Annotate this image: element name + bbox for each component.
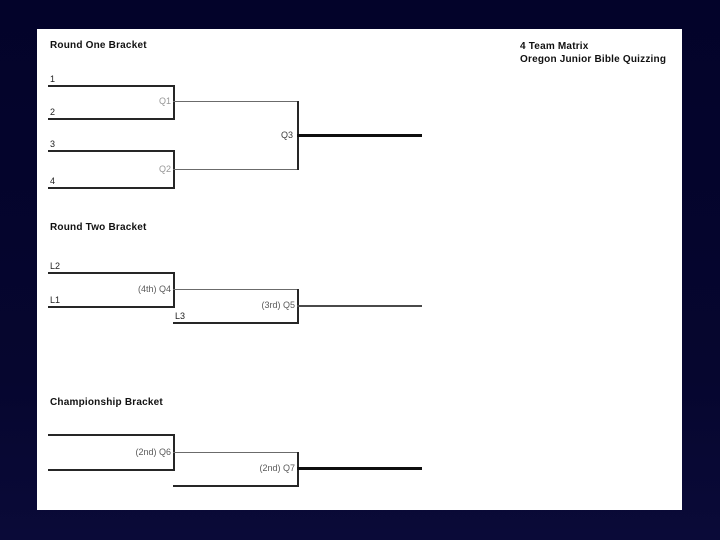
r2-match5-label: (3rd) Q5 — [261, 300, 295, 310]
slide-header: 4 Team Matrix Oregon Junior Bible Quizzi… — [520, 40, 666, 66]
slide-header-subtitle: Oregon Junior Bible Quizzing — [520, 54, 667, 65]
r2-match4-vline — [173, 272, 175, 308]
championship-title: Championship Bracket — [50, 397, 163, 408]
ch-winner-line — [297, 467, 422, 470]
r1-team4-line — [48, 187, 173, 189]
r1-match1-vline — [173, 85, 175, 120]
r1-seed2-label: 2 — [50, 107, 56, 117]
r1-team1-line — [48, 85, 173, 87]
r1-team3-line — [48, 150, 173, 152]
r1-team2-line — [48, 118, 173, 120]
r1-match2-label: Q2 — [158, 164, 171, 174]
ch-bottom-line — [48, 469, 173, 471]
r1-winner-line — [297, 134, 422, 137]
r2-l3-label: L3 — [175, 311, 186, 321]
ch-match7-label: (2nd) Q7 — [259, 463, 295, 473]
r2-match4-outline — [173, 289, 297, 290]
r1-match1-outline — [173, 101, 297, 102]
r1-match2-outline — [173, 169, 297, 170]
r2-winner-line — [297, 305, 422, 307]
r1-seed3-label: 3 — [50, 139, 56, 149]
slide-header-title: 4 Team Matrix — [520, 41, 589, 52]
r1-final-label: Q3 — [280, 130, 293, 140]
r2-l2-label: L2 — [50, 261, 61, 271]
r2-l3-line — [173, 322, 297, 324]
r2-match4-label: (4th) Q4 — [137, 284, 171, 294]
ch-top-line — [48, 434, 173, 436]
r1-seed1-label: 1 — [50, 74, 56, 84]
ch-match6-label: (2nd) Q6 — [135, 447, 171, 457]
r1-seed4-label: 4 — [50, 176, 56, 186]
r2-l1-line — [48, 306, 173, 308]
bracket-sheet: 4 Team Matrix Oregon Junior Bible Quizzi… — [37, 29, 682, 510]
round-two-title: Round Two Bracket — [50, 222, 147, 233]
ch-feeder-line — [173, 485, 297, 487]
ch-match6-outline — [173, 452, 297, 453]
r2-l2-line — [48, 272, 173, 274]
r2-l1-label: L1 — [50, 295, 61, 305]
round-one-title: Round One Bracket — [50, 40, 147, 51]
r1-match1-label: Q1 — [158, 96, 171, 106]
